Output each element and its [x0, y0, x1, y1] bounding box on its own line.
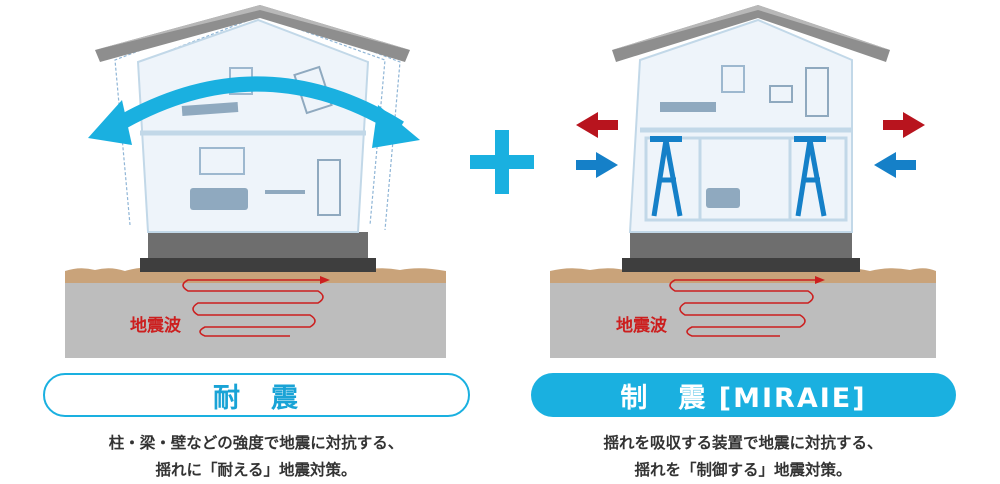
- left-foundation-base: [140, 258, 376, 272]
- right-description-line2: 揺れを「制御する」地震対策。: [634, 461, 852, 479]
- right-bed: [660, 102, 716, 112]
- left-description: 柱・梁・壁などの強度で地震に対抗する、 揺れに「耐える」地震対策。: [26, 430, 486, 484]
- right-house-body: [628, 18, 853, 233]
- left-foundation: [148, 232, 368, 262]
- taishin-pill: 耐 震: [43, 373, 470, 417]
- illustration: 地震波: [65, 5, 936, 358]
- sway-arrow-icon: [108, 76, 404, 135]
- left-window-lower: [199, 147, 245, 175]
- right-tv: [769, 85, 793, 103]
- force-arrow-icon: [576, 112, 925, 178]
- left-bed: [181, 102, 239, 116]
- left-table: [265, 190, 305, 194]
- right-sofa: [706, 188, 740, 208]
- right-description-line1: 揺れを吸収する装置で地震に対抗する、: [603, 434, 883, 452]
- right-wave-icon: [669, 279, 820, 337]
- left-wave-label: 地震波: [130, 315, 182, 336]
- seishin-pill: 制 震 [MIRAIE]: [531, 373, 956, 417]
- sway-arrow-head-right: [372, 105, 420, 148]
- right-ground-gray: [550, 283, 936, 358]
- left-sofa: [190, 188, 248, 210]
- right-panel-illustration: 地震波: [550, 5, 936, 358]
- right-lower-room: [644, 136, 848, 222]
- right-shelf: [805, 67, 829, 117]
- right-foundation: [630, 232, 852, 262]
- left-ground-gray: [65, 283, 446, 358]
- right-description: 揺れを吸収する装置で地震に対抗する、 揺れを「制御する」地震対策。: [513, 430, 973, 484]
- left-panel-illustration: 地震波: [65, 5, 446, 358]
- right-window-upper: [721, 65, 745, 93]
- left-house-body: [136, 18, 370, 233]
- damper-icon-2: [794, 136, 827, 217]
- left-description-line1: 柱・梁・壁などの強度で地震に対抗する、: [108, 434, 404, 452]
- left-wave-arrowhead: [320, 276, 330, 284]
- sway-arrow-head-left: [88, 100, 132, 145]
- left-fridge: [317, 159, 341, 216]
- right-wave-label: 地震波: [616, 315, 668, 336]
- left-description-line2: 揺れに「耐える」地震対策。: [155, 461, 357, 479]
- left-wave-icon: [182, 279, 325, 337]
- plus-icon: [470, 130, 534, 194]
- damper-icon: [650, 136, 683, 217]
- right-foundation-base: [622, 258, 860, 272]
- right-wave-arrowhead: [815, 276, 825, 284]
